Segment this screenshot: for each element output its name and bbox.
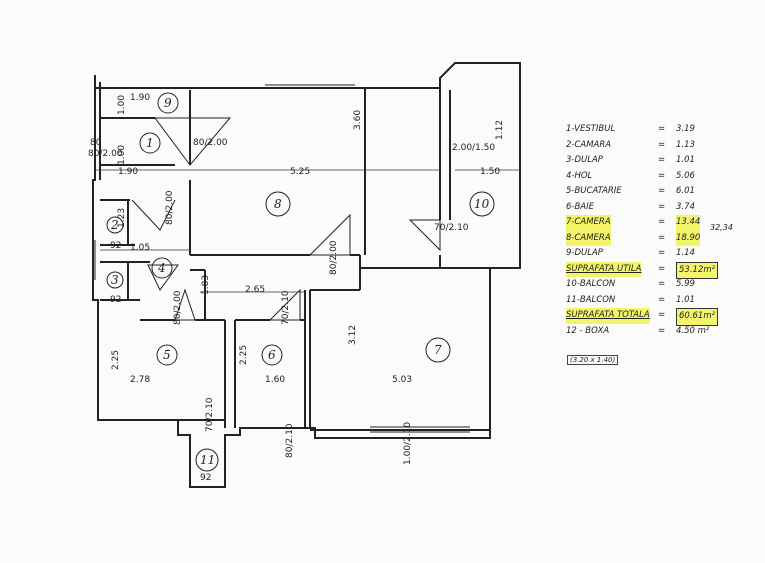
dim-label: 1.50: [480, 167, 500, 177]
svg-text:8: 8: [274, 197, 282, 211]
dim-label: 1.23: [117, 208, 127, 228]
room-marker-5: 5: [156, 344, 178, 366]
door-label: 70/2.10: [434, 223, 469, 233]
svg-text:1: 1: [146, 136, 154, 150]
dim-label: 1.90: [118, 167, 138, 177]
room-marker-7: 7: [425, 337, 451, 363]
room-marker-6: 6: [261, 344, 283, 366]
dim-label: 3.12: [348, 325, 358, 345]
legend-row: 12 - BOXA=4.50 m²: [566, 325, 710, 336]
dim-label: 5.25: [290, 167, 310, 177]
legend-row: 7-CAMERA=13.44: [562, 215, 762, 231]
svg-text:5: 5: [163, 348, 171, 362]
svg-text:3: 3: [111, 273, 119, 287]
door-label: 80/2.00: [329, 240, 339, 275]
door-label: 80: [90, 138, 102, 148]
door-label: 2.00/1.50: [452, 143, 495, 153]
dim-label: 2.65: [245, 285, 265, 295]
dim-label: 2.25: [239, 345, 249, 365]
door-label: 70/2.10: [281, 290, 291, 325]
legend-row: 9-DULAP=1.14: [566, 248, 695, 258]
area-legend: 1-VESTIBUL=3.19 2-CAMARA=1.13 3-DULAP=1.…: [562, 122, 762, 365]
dim-label: 1.05: [130, 243, 150, 253]
legend-row: 4-HOL=5.06: [566, 170, 695, 181]
door-label: 80/2.00: [193, 138, 228, 148]
legend-row: 6-BAIE=3.74: [566, 201, 695, 212]
dim-label: 2.25: [111, 350, 121, 370]
rooms-sum-note: 32,34: [710, 223, 733, 232]
room-marker-3: 3: [106, 271, 124, 289]
legend-row: 10-BALCON=5.99: [566, 279, 695, 289]
room-marker-2: 2: [106, 216, 124, 234]
room-marker-10: 10: [469, 191, 495, 217]
room-markers: 1 2 3 4 5 6 7 8 9 10 11: [106, 92, 495, 472]
door-label: 80/2.00: [173, 290, 183, 325]
door-label: 80/2.00: [165, 190, 175, 225]
dim-label: 1.00: [117, 145, 127, 165]
svg-text:6: 6: [268, 348, 276, 362]
dim-label: 1.12: [495, 120, 505, 140]
door-label: 80/2.10: [285, 423, 295, 458]
legend-total-row: SUPRAFATA TOTALA=60.61m²: [562, 308, 762, 326]
legend-row: 1-VESTIBUL=3.19: [566, 124, 695, 134]
legend-row: 11-BALCON=1.01: [566, 294, 695, 305]
legend-row: 3-DULAP=1.01: [566, 155, 695, 165]
door-label: 1.00/2.10: [403, 422, 413, 465]
dim-label: 92: [110, 295, 121, 305]
legend-util-row: SUPRAFATA UTILA=53.12m²: [562, 261, 762, 279]
dimension-lines: [95, 169, 520, 293]
room-marker-1: 1: [139, 132, 161, 154]
legend-row: 5-BUCATARIE=6.01: [566, 186, 695, 196]
svg-text:10: 10: [474, 197, 490, 211]
room-marker-11: 11: [195, 448, 219, 472]
dim-label: 92: [200, 473, 211, 483]
dim-label: 1.83: [201, 275, 211, 295]
dim-label: 5.03: [392, 375, 412, 385]
svg-text:9: 9: [164, 96, 172, 110]
dimension-labels: 1.90 1.90 5.25 1.50 1.05 2.65 2.78 1.60 …: [88, 93, 505, 483]
walls: [92, 62, 521, 488]
dim-label: 1.60: [265, 375, 285, 385]
door-label: 80/2.00: [88, 149, 123, 159]
svg-text:7: 7: [434, 343, 442, 357]
dim-label: 1.00: [117, 95, 127, 115]
door-label: 70/2.10: [205, 397, 215, 432]
dim-label: 2.78: [130, 375, 150, 385]
svg-text:4: 4: [157, 261, 166, 275]
svg-text:2: 2: [110, 218, 119, 232]
dim-label: 92: [110, 241, 121, 251]
svg-text:11: 11: [200, 453, 215, 467]
room-marker-4: 4: [151, 257, 173, 279]
legend-row: 2-CAMARA=1.13: [566, 139, 695, 150]
dim-label: 3.60: [353, 110, 363, 130]
boxa-dimensions-note: (3.20 x 1.40): [567, 355, 619, 365]
legend-row: 8-CAMERA=18.90: [562, 230, 762, 246]
dim-label: 1.90: [130, 93, 150, 103]
room-marker-8: 8: [265, 191, 291, 217]
room-marker-9: 9: [157, 92, 179, 114]
door-swings: [131, 117, 441, 321]
